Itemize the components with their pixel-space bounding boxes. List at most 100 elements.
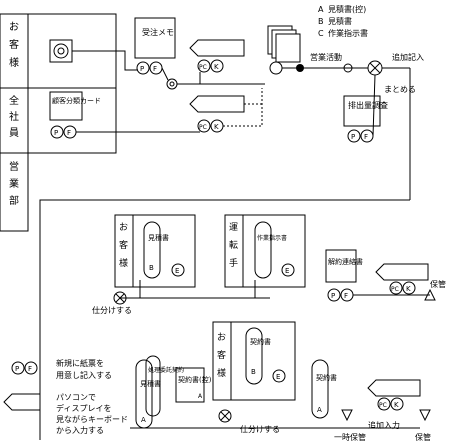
contract-label: 契約書 <box>250 337 271 346</box>
k-letter: K <box>214 63 219 71</box>
pc-display-symbol-2: PC K <box>189 95 245 133</box>
sort-node <box>113 291 127 305</box>
pc-display-symbol-3: PC K <box>375 263 429 295</box>
sales-activity-start <box>269 61 283 75</box>
customer2-char: お <box>119 222 128 233</box>
customer-char-1: お <box>9 21 19 33</box>
e-letter: E <box>175 267 179 275</box>
legend-a-letter: A <box>318 5 324 14</box>
sales-activity-label: 営業活動 <box>310 52 342 62</box>
f-letter: F <box>364 133 368 141</box>
storage-label-2: 保管 <box>415 432 431 442</box>
driver-char: 転 <box>229 240 238 251</box>
customer-char-2: 客 <box>9 38 19 51</box>
pc-label: PC <box>199 124 207 131</box>
company-char-3: 員 <box>9 127 19 139</box>
driver-char: 手 <box>229 257 238 269</box>
customer2-char: 客 <box>119 239 128 251</box>
sort-label: 仕分けする <box>92 305 132 315</box>
legend-c-text: 作業指示書 <box>328 28 368 38</box>
estimate-b: B <box>149 264 154 272</box>
customer3-char: 客 <box>217 349 226 361</box>
key-pf-desc-2: 用意し記入する <box>56 370 112 380</box>
dispatch-survey-doc: 排出量調査 P F <box>343 95 388 143</box>
additional-entry-label: 追加記入 <box>392 52 424 62</box>
contract-b: B <box>251 368 256 376</box>
customer-box-3: お 客 様 契約書 B E <box>212 321 296 401</box>
key-pf-desc-1: 新規に紙票を <box>56 358 104 368</box>
additional-input-label: 追加入力 <box>368 420 400 430</box>
order-memo-doc: 受注メモ <box>134 17 176 59</box>
sales-char-2: 業 <box>9 177 19 190</box>
key-pc-desc-3: 見ながらキーボード <box>56 414 128 424</box>
customer-box-2: お 客 様 見積書 B E <box>114 214 196 288</box>
legend-a-text: 見積書(控) <box>328 4 366 14</box>
sales-char-3: 部 <box>9 194 19 207</box>
cancel-notice-label: 解約連絡書 <box>328 257 363 266</box>
e-letter: E <box>285 267 289 275</box>
legend-b-letter: B <box>318 17 324 26</box>
k-letter: K <box>406 285 411 293</box>
contract-ctrl-doc: 契約書(控) A <box>175 367 212 403</box>
customer-origin-symbol <box>49 39 73 63</box>
k-letter: K <box>214 123 219 131</box>
f-letter: F <box>67 129 71 137</box>
pc-label: PC <box>391 286 399 293</box>
f-letter: F <box>28 365 32 373</box>
key-pc-desc-4: から入力する <box>56 425 104 435</box>
estimate-a-label: 見積書 <box>140 379 161 388</box>
legend-b-text: 見積書 <box>328 16 352 26</box>
contract-main-doc: 契約書 A <box>311 359 337 419</box>
customer2-char: 様 <box>119 257 128 269</box>
document-stack <box>267 25 301 63</box>
customer-card-label: 顧客分類カード <box>52 96 101 105</box>
contract-main-a: A <box>317 406 322 414</box>
legend-c-letter: C <box>318 29 324 38</box>
pc-label: PC <box>199 64 207 71</box>
k-letter: K <box>394 401 399 409</box>
left-column: お 客 様 全 社 員 営 業 部 <box>0 13 117 232</box>
p-letter: P <box>331 292 335 300</box>
pc-label: PC <box>379 402 387 409</box>
pf-pair-order-memo: P F <box>136 61 163 75</box>
customer3-char: お <box>217 332 226 343</box>
connector-circle <box>166 78 178 90</box>
pc-display-symbol-4: PC K <box>367 379 421 411</box>
f-letter: F <box>344 292 348 300</box>
customer-card-doc: 顧客分類カード <box>49 91 101 121</box>
p-letter: P <box>140 65 144 73</box>
work-order-label: 作業指示書 <box>257 234 287 242</box>
cancel-notice-doc: 解約連絡書 P F <box>325 249 363 302</box>
dispatch-label: 排出量調査 <box>348 100 388 110</box>
temp-storage-label: 一時保管 <box>334 432 366 442</box>
contract-main-label: 契約書 <box>316 373 337 382</box>
sort-label-2: 仕分けする <box>240 424 280 434</box>
processing-contract-doc: 処理委託契約 <box>145 355 184 417</box>
sort-node-2 <box>218 409 232 423</box>
estimate-a-letter: A <box>141 416 146 424</box>
storage-label: 保管 <box>430 279 446 289</box>
key-pf: P F 新規に紙票を 用意し記入する <box>11 358 112 380</box>
pf-pair-customer-card: P F <box>50 125 77 139</box>
f-letter: F <box>153 65 157 73</box>
processing-contract-label: 処理委託契約 <box>148 366 184 374</box>
p-letter: P <box>15 365 19 373</box>
estimate-label: 見積書 <box>148 233 169 242</box>
key-pc-desc-1: パソコンで <box>56 393 96 402</box>
contract-ctrl-label: 契約書(控) <box>178 375 212 384</box>
driver-box: 運 転 手 作業指示書 E <box>224 214 306 288</box>
summarize-label: まとめる <box>384 85 416 94</box>
company-char-2: 社 <box>9 110 19 123</box>
company-char-1: 全 <box>9 94 19 107</box>
customer3-char: 様 <box>217 367 226 379</box>
customer-char-3: 様 <box>9 56 19 69</box>
key-pc-desc-2: ディスプレイを <box>56 403 111 413</box>
contract-a: A <box>198 393 203 400</box>
order-memo-label: 受注メモ <box>142 27 174 37</box>
p-letter: P <box>351 133 355 141</box>
sales-char-1: 営 <box>9 160 19 173</box>
driver-char: 運 <box>229 222 238 233</box>
pc-display-symbol-1: PC K <box>189 39 245 73</box>
p-letter: P <box>54 129 58 137</box>
